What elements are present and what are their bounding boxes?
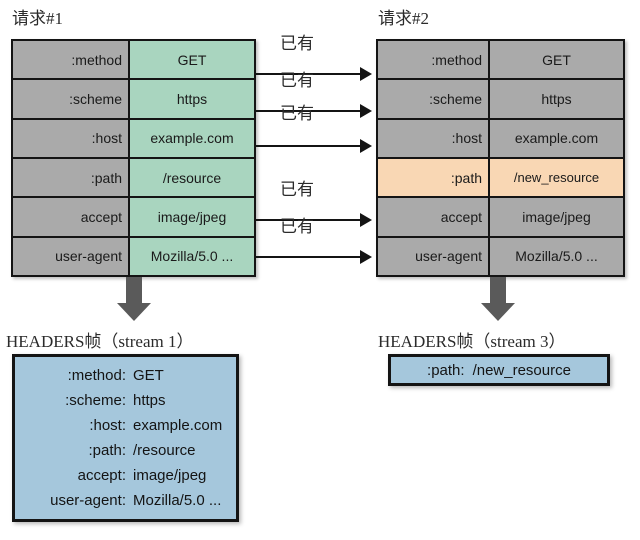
table-row: :host example.com [378,119,623,159]
reuse-arrow-head [360,104,372,118]
frame-line: :host: example.com [15,413,228,438]
header-value: example.com [490,119,623,157]
reuse-arrow-line [256,219,360,221]
frame-header-name: :host: [89,417,126,434]
headers-frame-stream3: :path: /new_resource [388,354,610,386]
frame-header-name: :method: [67,367,126,384]
header-value: GET [130,41,254,79]
reuse-arrow-line [256,145,360,147]
reuse-label: 已有 [280,104,314,123]
table-row: accept image/jpeg [378,198,623,238]
header-value: image/jpeg [130,198,254,236]
reuse-arrow-line [256,73,360,75]
frame-header-value: example.com [133,417,223,434]
header-value: https [490,80,623,118]
reuse-label: 已有 [280,217,314,236]
table-row: :host example.com [13,119,254,159]
frame-header-name: accept: [77,467,126,484]
header-name: accept [13,198,130,236]
header-name: :host [378,119,490,157]
frame-line: :path: /new_resource [391,362,607,379]
header-value: Mozilla/5.0 ... [490,237,623,275]
table-row: user-agent Mozilla/5.0 ... [378,237,623,275]
header-name: :path [13,158,130,197]
table-row: :scheme https [13,80,254,120]
request1-header-table: :method GET :scheme https :host example.… [11,39,256,277]
frame-header-value: image/jpeg [133,467,207,484]
frame1-caption: HEADERS帧（stream 1） [6,332,194,351]
frame-header-value: Mozilla/5.0 ... [133,492,222,509]
frame-header-value: GET [133,367,164,384]
header-name: :host [13,119,130,157]
table-row: user-agent Mozilla/5.0 ... [13,237,254,275]
header-name: :method [378,41,490,79]
frame-line: :scheme: https [15,388,228,413]
table-row-changed: :path /new_resource [378,158,623,199]
frame-line: accept: image/jpeg [15,463,228,488]
header-value: Mozilla/5.0 ... [130,237,254,275]
header-value: example.com [130,119,254,157]
frame-header-value: /new_resource [472,361,571,379]
header-name: user-agent [13,237,130,275]
request2-header-table: :method GET :scheme https :host example.… [376,39,625,277]
reuse-arrow-head [360,250,372,264]
header-value: /new_resource [490,158,623,197]
header-name: :path [378,158,490,197]
table-row: :path /resource [13,158,254,199]
table-row: :method GET [378,41,623,81]
header-value: https [130,80,254,118]
table-row: :method GET [13,41,254,81]
header-name: :scheme [13,80,130,118]
down-arrow-icon-left [117,277,151,323]
reuse-arrow-head [360,139,372,153]
reuse-arrow-line [256,110,360,112]
reuse-label: 已有 [280,180,314,199]
header-name: :method [13,41,130,79]
header-value: /resource [130,158,254,197]
down-arrow-icon-right [481,277,515,323]
table-row: :scheme https [378,80,623,120]
reuse-label: 已有 [280,34,314,53]
frame-line: user-agent: Mozilla/5.0 ... [15,488,228,513]
frame-line: :method: GET [15,363,228,388]
frame-header-name: :scheme: [65,392,126,409]
reuse-arrow-line [256,256,360,258]
table-row: accept image/jpeg [13,198,254,238]
header-name: user-agent [378,237,490,275]
frame-line: :path: /resource [15,438,228,463]
reuse-arrow-head [360,213,372,227]
frame-header-name: :path: [427,361,465,379]
header-value: image/jpeg [490,198,623,236]
frame-header-name: :path: [88,442,126,459]
request1-title: 请求#1 [12,9,63,28]
header-name: :scheme [378,80,490,118]
request2-title: 请求#2 [378,9,429,28]
frame-header-value: https [133,392,166,409]
frame-header-name: user-agent: [50,492,126,509]
frame2-caption: HEADERS帧（stream 3） [378,332,566,351]
header-name: accept [378,198,490,236]
reuse-label: 已有 [280,71,314,90]
headers-frame-stream1: :method: GET :scheme: https :host: examp… [12,354,239,522]
reuse-arrow-head [360,67,372,81]
header-value: GET [490,41,623,79]
frame-header-value: /resource [133,442,196,459]
